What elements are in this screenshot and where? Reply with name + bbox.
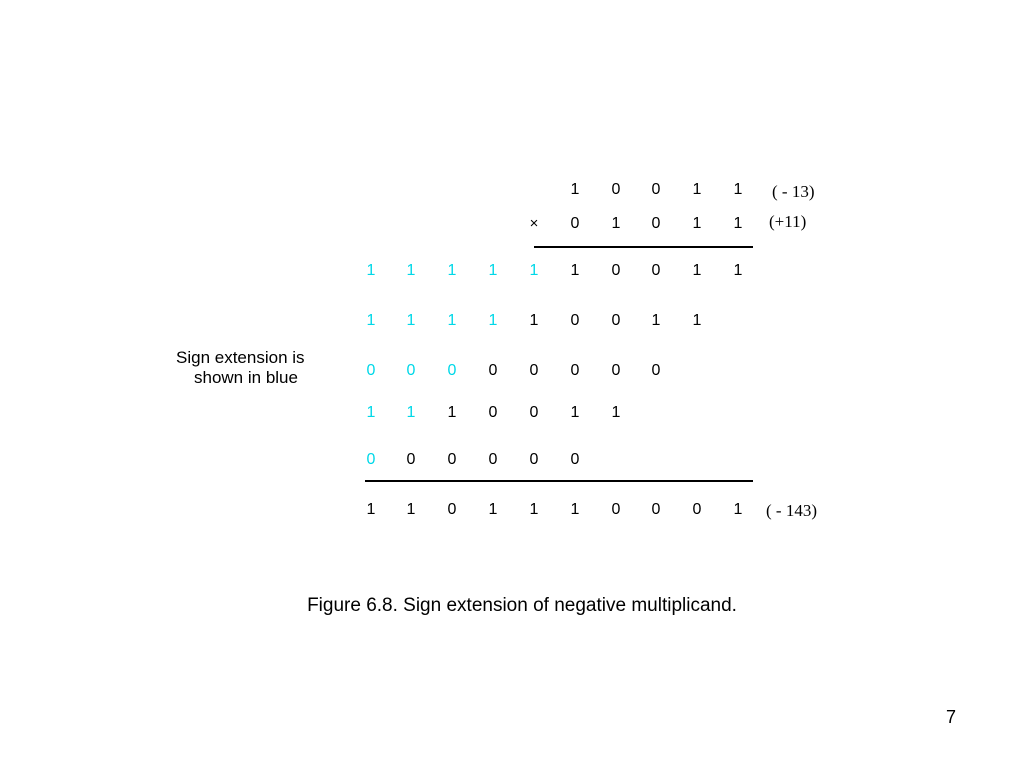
partial-product-bit: 0 — [651, 262, 661, 279]
sign-extension-bit: 1 — [366, 312, 376, 329]
partial-product-bit: 0 — [570, 312, 580, 329]
partial-product-bit: 0 — [447, 451, 457, 468]
sign-extension-bit: 1 — [366, 404, 376, 421]
partial-product-bit: 1 — [529, 312, 539, 329]
product-bit: 1 — [733, 501, 743, 518]
multiply-operator: × — [529, 215, 539, 232]
multiplier-bit: 0 — [570, 215, 580, 232]
sign-extension-bit: 0 — [366, 362, 376, 379]
sign-extension-bit: 1 — [488, 312, 498, 329]
multiplier-bit: 1 — [733, 215, 743, 232]
figure-caption: Figure 6.8. Sign extension of negative m… — [307, 595, 737, 616]
product-bit: 0 — [447, 501, 457, 518]
sign-extension-bit: 0 — [447, 362, 457, 379]
partial-product-bit: 0 — [611, 262, 621, 279]
multiplicand-value-label: ( - 13) — [772, 182, 815, 201]
partial-product-bit: 0 — [611, 312, 621, 329]
partial-product-bit: 0 — [529, 362, 539, 379]
sign-extension-bit: 1 — [529, 262, 539, 279]
multiplicand-bit: 1 — [733, 181, 743, 198]
note-line-1: Sign extension is — [176, 348, 305, 367]
product-bit: 0 — [651, 501, 661, 518]
sign-extension-bit: 1 — [406, 404, 416, 421]
multiplicand-bit: 1 — [570, 181, 580, 198]
sign-extension-bit: 0 — [406, 362, 416, 379]
product-value-label: ( - 143) — [766, 501, 817, 520]
product-bit: 1 — [366, 501, 376, 518]
product-bit: 1 — [406, 501, 416, 518]
sign-extension-bit: 0 — [366, 451, 376, 468]
sign-extension-bit: 1 — [406, 262, 416, 279]
product-bit: 1 — [570, 501, 580, 518]
product-bit: 1 — [488, 501, 498, 518]
partial-product-bit: 0 — [651, 362, 661, 379]
partial-product-bit: 1 — [570, 404, 580, 421]
sign-extension-note: Sign extension is shown in blue — [176, 348, 346, 388]
partial-product-bit: 1 — [692, 312, 702, 329]
partial-product-bit: 1 — [733, 262, 743, 279]
multiplier-bit: 1 — [611, 215, 621, 232]
operand-underline — [534, 246, 753, 248]
sign-extension-bit: 1 — [488, 262, 498, 279]
partial-product-bit: 0 — [488, 362, 498, 379]
partial-product-bit: 0 — [529, 451, 539, 468]
multiplicand-bit: 1 — [692, 181, 702, 198]
partial-product-bit: 1 — [447, 404, 457, 421]
product-bit: 1 — [529, 501, 539, 518]
multiplier-bit: 1 — [692, 215, 702, 232]
partial-product-bit: 0 — [406, 451, 416, 468]
partial-product-bit: 0 — [529, 404, 539, 421]
note-line-2: shown in blue — [194, 368, 298, 387]
sign-extension-bit: 1 — [447, 262, 457, 279]
multiplier-value-label: (+11) — [769, 212, 807, 231]
product-bit: 0 — [611, 501, 621, 518]
partial-product-bit: 0 — [488, 451, 498, 468]
partial-product-bit: 0 — [570, 451, 580, 468]
partial-product-bit: 1 — [651, 312, 661, 329]
partial-product-bit: 0 — [488, 404, 498, 421]
partial-product-bit: 1 — [570, 262, 580, 279]
multiplicand-bit: 0 — [611, 181, 621, 198]
partial-product-bit: 1 — [611, 404, 621, 421]
sign-extension-bit: 1 — [447, 312, 457, 329]
multiplicand-bit: 0 — [651, 181, 661, 198]
sum-underline — [365, 480, 753, 482]
partial-product-bit: 0 — [611, 362, 621, 379]
partial-product-bit: 1 — [692, 262, 702, 279]
sign-extension-bit: 1 — [406, 312, 416, 329]
sign-extension-bit: 1 — [366, 262, 376, 279]
multiplier-bit: 0 — [651, 215, 661, 232]
page-number: 7 — [946, 707, 957, 727]
partial-product-bit: 0 — [570, 362, 580, 379]
product-bit: 0 — [692, 501, 702, 518]
